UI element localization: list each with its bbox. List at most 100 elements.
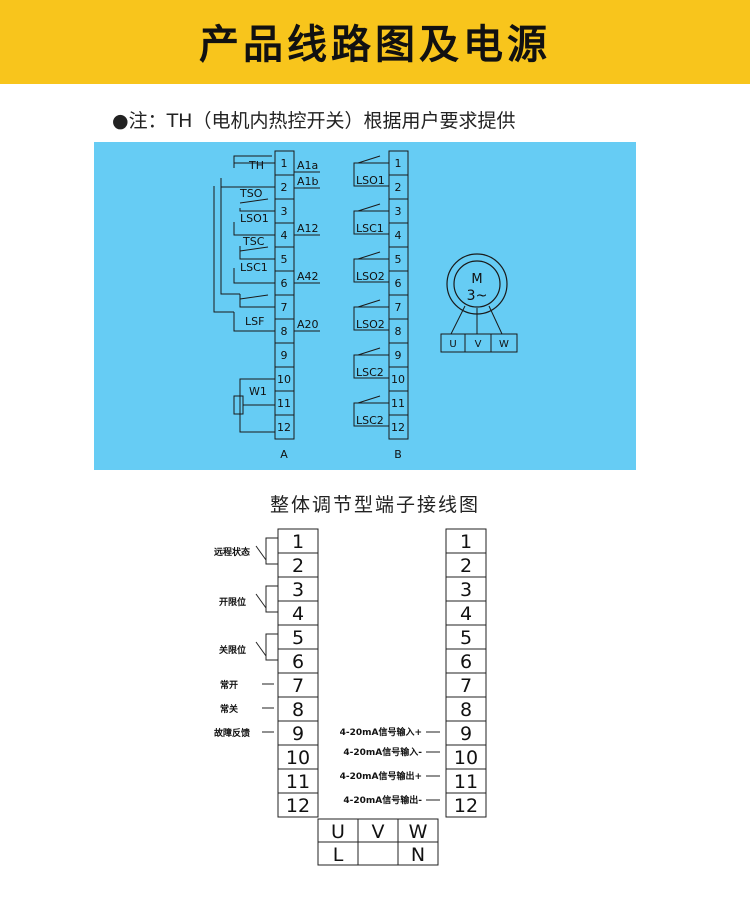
header-banner: 产品线路图及电源 [0, 0, 750, 84]
label-remote-status: 远程状态 [214, 546, 250, 558]
contact-label-b-lsc1: LSC1 [356, 222, 384, 235]
contact-label-lsf: LSF [245, 315, 264, 328]
terminal-a-6: 6 [281, 277, 288, 290]
terminal-b-4: 4 [395, 229, 402, 242]
terminal-a-9: 9 [281, 349, 288, 362]
terminal-numbers-a: 1 2 3 4 5 6 7 8 9 10 11 12 [277, 157, 291, 434]
label-close-limit: 关限位 [219, 644, 246, 656]
left-terminal-12: 12 [286, 795, 310, 817]
left-terminal-1: 1 [292, 531, 304, 553]
left-terminal-3: 3 [292, 579, 304, 601]
label-signal-output-plus: 4-20mA信号输出+ [340, 770, 422, 782]
terminal-b-6: 6 [395, 277, 402, 290]
terminal-b-11: 11 [391, 397, 405, 410]
terminal-a-5: 5 [281, 253, 288, 266]
terminal-a-11: 11 [277, 397, 291, 410]
left-terminal-7: 7 [292, 675, 304, 697]
side-label-a1b: A1b [297, 175, 319, 188]
right-terminal-8: 8 [460, 699, 472, 721]
label-signal-input-minus: 4-20mA信号输入- [343, 746, 422, 758]
terminal-a-8: 8 [281, 325, 288, 338]
power-label-v: V [372, 821, 385, 843]
right-terminal-11: 11 [454, 771, 478, 793]
left-terminal-2: 2 [292, 555, 304, 577]
label-normally-open: 常开 [220, 679, 238, 691]
motor-inner-ring [453, 260, 501, 308]
power-label-n: N [411, 844, 425, 866]
right-terminal-9: 9 [460, 723, 472, 745]
page-title: 产品线路图及电源 [199, 21, 551, 68]
section-title: 整体调节型端子接线图 [269, 494, 480, 516]
left-terminal-6: 6 [292, 651, 304, 673]
label-open-limit: 开限位 [219, 596, 246, 608]
right-terminal-6: 6 [460, 651, 472, 673]
side-label-a1a: A1a [297, 159, 318, 172]
right-terminal-2: 2 [460, 555, 472, 577]
contact-label-b-lso2a: LSO2 [356, 270, 385, 283]
wiring-panel: 1 2 3 4 5 6 7 8 9 10 11 12 TH TSO LSO1 T… [94, 142, 636, 470]
side-label-a12: A12 [297, 222, 319, 235]
contact-label-tso: TSO [239, 187, 263, 200]
contact-label-lso1: LSO1 [240, 212, 269, 225]
contact-label-w1: W1 [249, 385, 267, 398]
left-terminal-9: 9 [292, 723, 304, 745]
terminal-b-5: 5 [395, 253, 402, 266]
terminal-b-7: 7 [395, 301, 402, 314]
contact-label-lsc1: LSC1 [240, 261, 268, 274]
terminal-b-10: 10 [391, 373, 405, 386]
right-terminal-3: 3 [460, 579, 472, 601]
right-terminal-4: 4 [460, 603, 472, 625]
contact-label-b-lsc2b: LSC2 [356, 414, 384, 427]
terminal-a-2: 2 [281, 181, 288, 194]
left-terminal-5: 5 [292, 627, 304, 649]
terminal-b-8: 8 [395, 325, 402, 338]
power-label-l: L [333, 844, 344, 866]
power-label-u: U [331, 821, 345, 843]
label-signal-input-plus: 4-20mA信号输入+ [340, 726, 422, 738]
terminal-b-3: 3 [395, 205, 402, 218]
diagram-b-caption: B [394, 448, 402, 461]
note-text: ●注：TH（电机内热控开关）根据用户要求提供 [112, 110, 516, 132]
contact-label-b-lso2b: LSO2 [356, 318, 385, 331]
terminal-a-1: 1 [281, 157, 288, 170]
contact-label-th: TH [248, 159, 264, 172]
motor-phase-v: V [475, 339, 482, 350]
side-label-a20: A20 [297, 318, 319, 331]
right-terminal-1: 1 [460, 531, 472, 553]
label-normally-closed: 常关 [220, 703, 238, 715]
terminal-a-12: 12 [277, 421, 291, 434]
motor-label-bottom: 3~ [467, 288, 488, 304]
terminal-a-4: 4 [281, 229, 288, 242]
left-terminal-4: 4 [292, 603, 304, 625]
wiring-diagrams-svg: 1 2 3 4 5 6 7 8 9 10 11 12 TH TSO LSO1 T… [213, 150, 518, 461]
diagram-a-caption: A [280, 448, 288, 461]
left-terminal-8: 8 [292, 699, 304, 721]
terminal-a-10: 10 [277, 373, 291, 386]
label-signal-output-minus: 4-20mA信号输出- [343, 794, 422, 806]
terminal-a-7: 7 [281, 301, 288, 314]
side-label-a42: A42 [297, 270, 319, 283]
terminal-a-3: 3 [281, 205, 288, 218]
terminal-b-1: 1 [395, 157, 402, 170]
contact-label-tsc: TSC [242, 235, 265, 248]
right-terminal-7: 7 [460, 675, 472, 697]
contact-label-b-lsc2a: LSC2 [356, 366, 384, 379]
right-terminal-numbers: 1 2 3 4 5 6 7 8 9 10 11 12 [454, 531, 478, 817]
terminal-b-2: 2 [395, 181, 402, 194]
overall-terminal-diagram: 1 2 3 4 5 6 7 8 9 10 11 12 1 2 3 4 5 6 7… [214, 528, 487, 866]
left-terminal-10: 10 [286, 747, 310, 769]
contact-label-b-lso1: LSO1 [356, 174, 385, 187]
left-terminal-11: 11 [286, 771, 310, 793]
motor-label-top: M [471, 272, 482, 287]
terminal-numbers-b: 1 2 3 4 5 6 7 8 9 10 11 12 [391, 157, 405, 434]
right-terminal-10: 10 [454, 747, 478, 769]
left-terminal-numbers: 1 2 3 4 5 6 7 8 9 10 11 12 [286, 531, 310, 817]
terminal-b-9: 9 [395, 349, 402, 362]
label-fault-feedback: 故障反馈 [214, 727, 250, 739]
power-label-w: W [409, 821, 428, 843]
right-terminal-5: 5 [460, 627, 472, 649]
motor-phase-box [440, 333, 518, 353]
motor-phase-u: U [449, 339, 456, 350]
motor-phase-w: W [499, 339, 509, 350]
terminal-b-12: 12 [391, 421, 405, 434]
